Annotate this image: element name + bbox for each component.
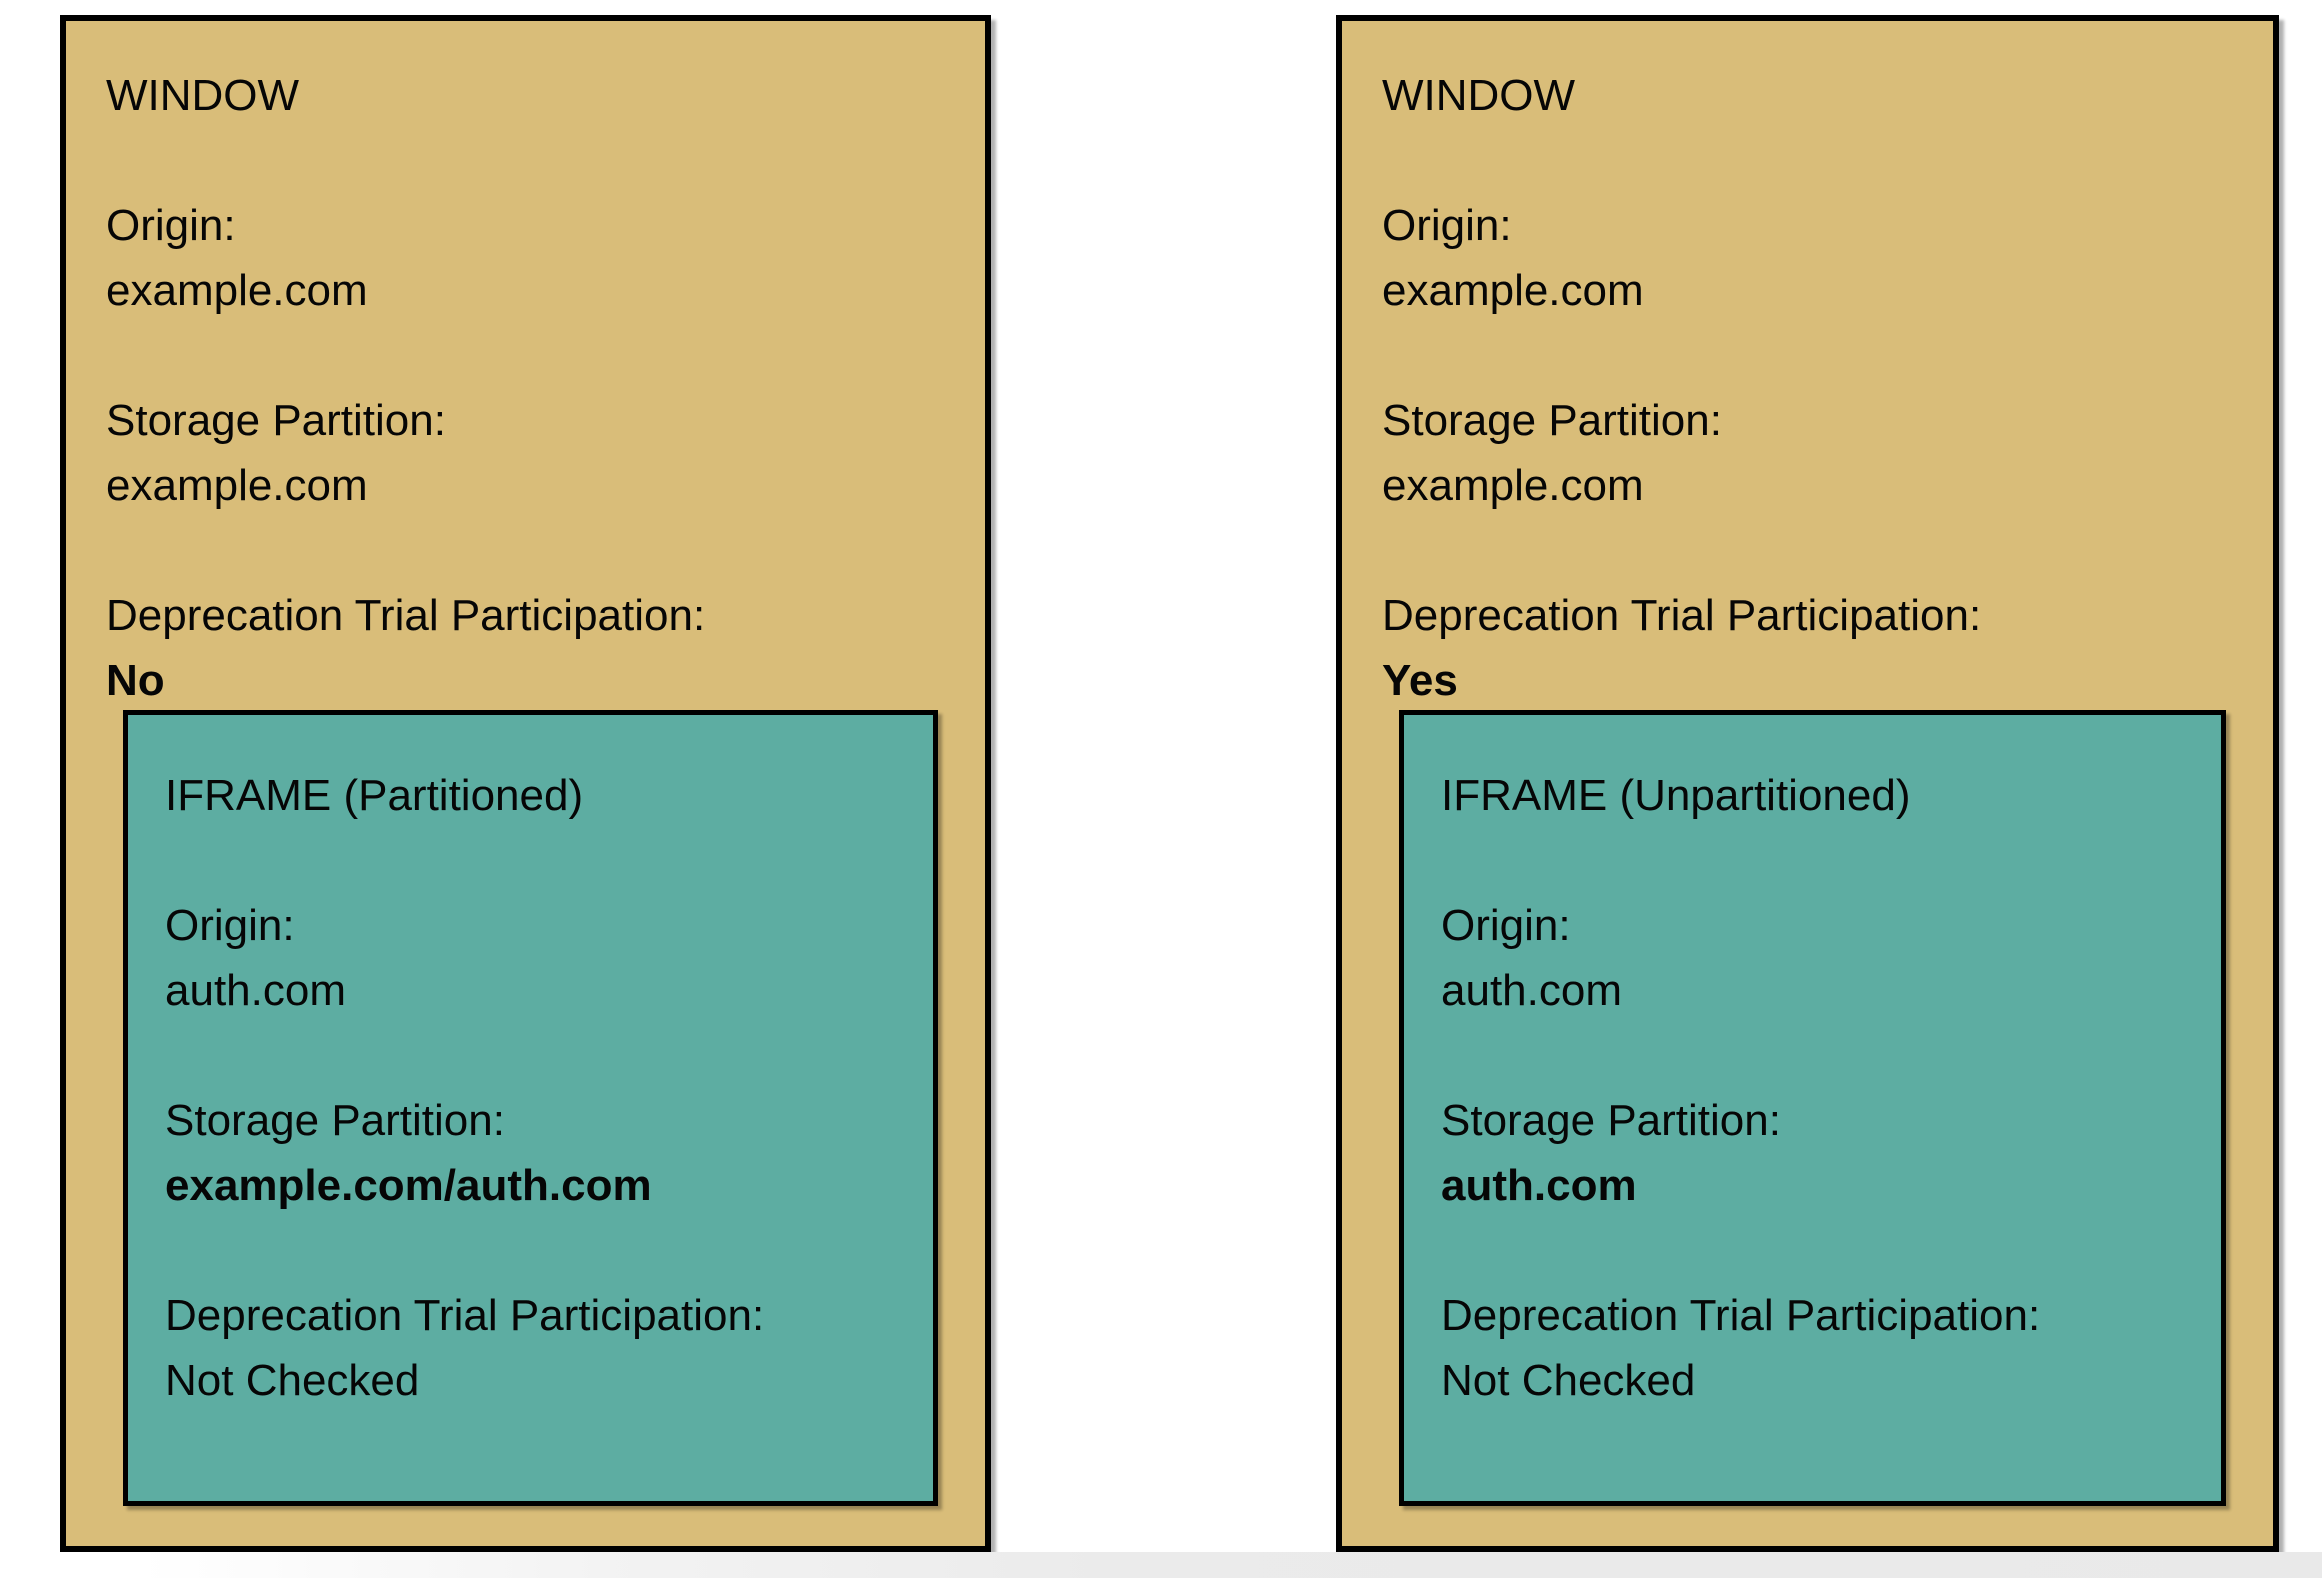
iframe-box-unpartitioned: IFRAME (Unpartitioned) Origin: auth.com … <box>1399 710 2226 1506</box>
storage-partition-field: Storage Partition: auth.com <box>1441 1088 2193 1218</box>
origin-field: Origin: example.com <box>106 193 955 323</box>
iframe-title: IFRAME (Partitioned) <box>165 771 584 820</box>
iframe-box-partitioned: IFRAME (Partitioned) Origin: auth.com St… <box>123 710 938 1506</box>
window-title: WINDOW <box>1382 71 1576 120</box>
origin-field: Origin: auth.com <box>165 893 905 1023</box>
origin-value: auth.com <box>1441 966 1622 1015</box>
origin-label: Origin: <box>1382 201 1512 250</box>
origin-value: auth.com <box>165 966 346 1015</box>
storage-partition-label: Storage Partition: <box>106 396 446 445</box>
origin-field: Origin: example.com <box>1382 193 2243 323</box>
origin-label: Origin: <box>1441 901 1571 950</box>
deprecation-trial-label: Deprecation Trial Participation: <box>165 1291 765 1340</box>
window-box-right: WINDOW Origin: example.com Storage Parti… <box>1336 15 2279 1552</box>
window-title: WINDOW <box>106 71 300 120</box>
storage-partition-value: auth.com <box>1441 1161 1637 1210</box>
deprecation-trial-field: Deprecation Trial Participation: Not Che… <box>1441 1283 2193 1413</box>
deprecation-trial-value: Not Checked <box>1441 1356 1696 1405</box>
storage-partition-label: Storage Partition: <box>1382 396 1722 445</box>
storage-partition-value: example.com <box>106 461 368 510</box>
page-bottom-edge-shadow <box>0 1552 2322 1578</box>
deprecation-trial-value: No <box>106 656 165 705</box>
storage-partition-value: example.com/auth.com <box>165 1161 652 1210</box>
storage-partition-value: example.com <box>1382 461 1644 510</box>
storage-partition-label: Storage Partition: <box>1441 1096 1781 1145</box>
deprecation-trial-label: Deprecation Trial Participation: <box>1441 1291 2041 1340</box>
storage-partition-field: Storage Partition: example.com <box>1382 388 2243 518</box>
deprecation-trial-value: Not Checked <box>165 1356 420 1405</box>
origin-field: Origin: auth.com <box>1441 893 2193 1023</box>
origin-label: Origin: <box>106 201 236 250</box>
storage-partition-field: Storage Partition: example.com <box>106 388 955 518</box>
origin-value: example.com <box>106 266 368 315</box>
deprecation-trial-value: Yes <box>1382 656 1458 705</box>
deprecation-trial-label: Deprecation Trial Participation: <box>106 591 706 640</box>
iframe-title: IFRAME (Unpartitioned) <box>1441 771 1911 820</box>
deprecation-trial-field: Deprecation Trial Participation: Yes <box>1382 583 2243 713</box>
origin-value: example.com <box>1382 266 1644 315</box>
window-box-left: WINDOW Origin: example.com Storage Parti… <box>60 15 991 1552</box>
deprecation-trial-field: Deprecation Trial Participation: Not Che… <box>165 1283 905 1413</box>
storage-partition-field: Storage Partition: example.com/auth.com <box>165 1088 905 1218</box>
deprecation-trial-field: Deprecation Trial Participation: No <box>106 583 955 713</box>
storage-partition-label: Storage Partition: <box>165 1096 505 1145</box>
deprecation-trial-label: Deprecation Trial Participation: <box>1382 591 1982 640</box>
origin-label: Origin: <box>165 901 295 950</box>
